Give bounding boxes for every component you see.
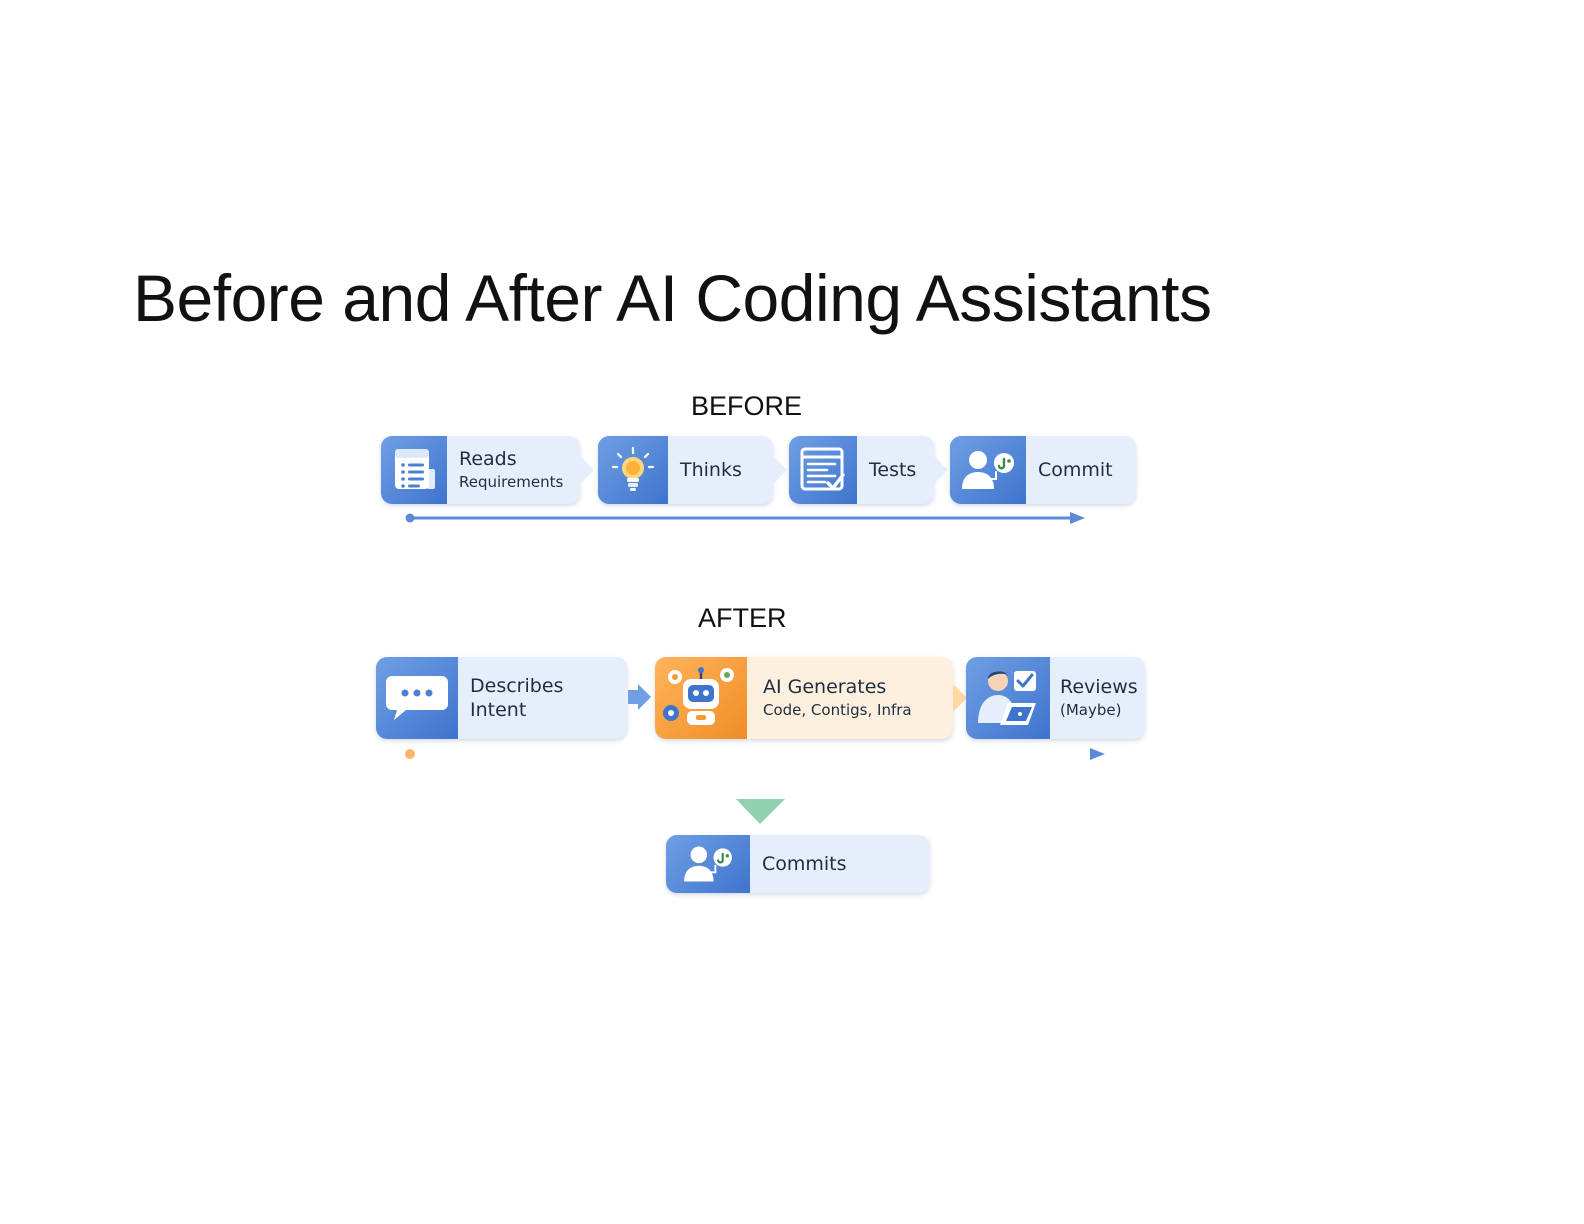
user-commit-icon	[666, 835, 750, 893]
chat-bubble-icon	[376, 657, 458, 739]
step-title: Reads	[459, 448, 517, 470]
flow-chevron	[934, 456, 948, 484]
step-commit: Commit	[950, 436, 1136, 504]
test-checklist-icon	[789, 436, 857, 504]
step-title: Describes	[470, 675, 564, 697]
step-title: Tests	[869, 459, 917, 481]
step-describes-intent: Describes Intent	[376, 657, 627, 739]
step-text: Describes Intent	[458, 657, 563, 739]
after-label: AFTER	[698, 603, 787, 633]
step-subtitle: Intent	[470, 699, 527, 721]
step-title: Reviews	[1060, 676, 1138, 698]
step-text: Reads Requirements	[447, 436, 563, 504]
step-text: AI Generates Code, Contigs, Infra	[747, 657, 912, 739]
step-subtitle: (Maybe)	[1060, 701, 1122, 719]
step-tests: Tests	[789, 436, 948, 504]
before-label: BEFORE	[691, 391, 803, 421]
step-text: Reviews (Maybe)	[1050, 657, 1138, 739]
step-subtitle: Requirements	[459, 473, 564, 491]
step-text: Commit	[1026, 436, 1113, 504]
document-list-icon	[381, 436, 447, 504]
page-title: Before and After AI Coding Assistants	[133, 261, 1212, 335]
lightbulb-icon	[598, 436, 668, 504]
step-title: Thinks	[680, 459, 742, 481]
step-title: AI Generates	[763, 676, 887, 698]
step-title: Commits	[762, 853, 847, 875]
flow-chevron	[773, 456, 787, 484]
step-text: Tests	[857, 436, 916, 504]
step-subtitle: Code, Contigs, Infra	[763, 701, 912, 719]
step-reviews: Reviews (Maybe)	[966, 657, 1145, 739]
flow-chevron	[580, 456, 594, 484]
step-ai-generates: AI Generates Code, Contigs, Infra	[655, 657, 967, 739]
flow-chevron	[953, 684, 967, 712]
step-reads-requirements: Reads Requirements	[381, 436, 594, 504]
step-text: Commits	[750, 835, 847, 893]
step-commits: Commits	[666, 835, 930, 893]
developer-laptop-icon	[966, 657, 1050, 739]
step-thinks: Thinks	[598, 436, 787, 504]
step-title: Commit	[1038, 459, 1113, 481]
user-commit-icon	[950, 436, 1026, 504]
step-text: Thinks	[668, 436, 742, 504]
robot-icon	[655, 657, 747, 739]
